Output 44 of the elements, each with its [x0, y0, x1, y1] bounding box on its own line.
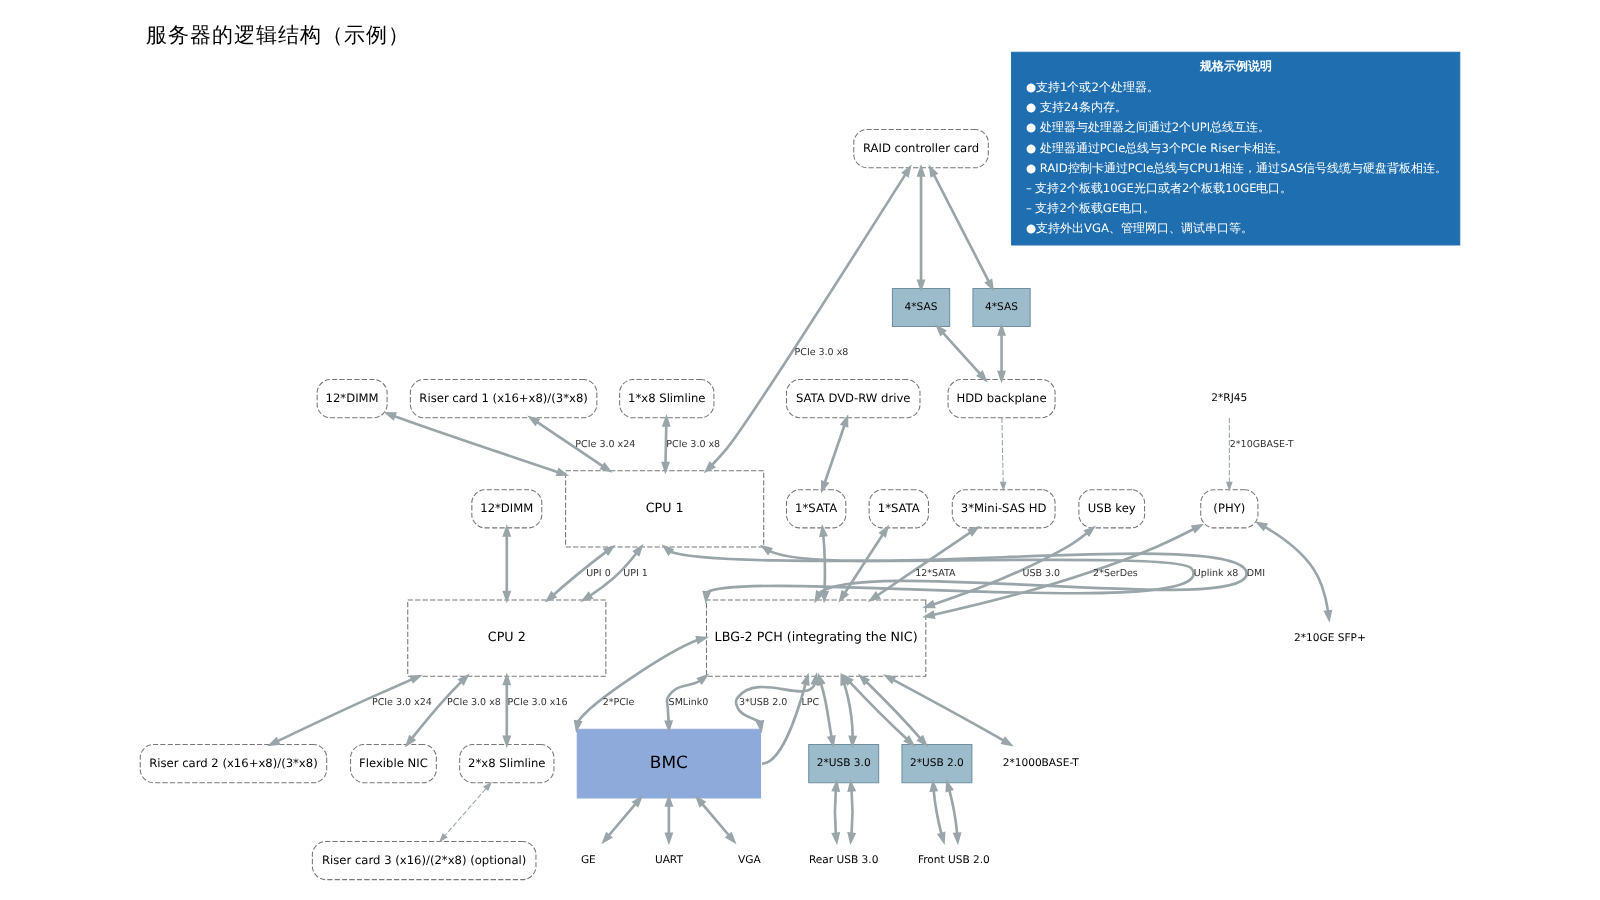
arrow: [761, 672, 810, 765]
arrow: [544, 544, 616, 603]
arrow: [841, 673, 916, 747]
arrow: [694, 795, 737, 845]
arrow: [404, 673, 470, 748]
arrow: [502, 672, 512, 749]
arrow: [945, 779, 962, 846]
arrow: [502, 524, 512, 604]
arrow: [573, 635, 709, 734]
arrow: [929, 778, 946, 846]
arrow: [999, 417, 1007, 492]
arrow: [831, 778, 841, 846]
arrow: [820, 414, 849, 494]
arrow: [661, 544, 1195, 604]
arrow: [882, 674, 1014, 747]
arrow: [439, 781, 492, 843]
arrow: [817, 672, 836, 749]
arrow: [916, 163, 926, 293]
arrow: [703, 164, 912, 474]
arrow: [1254, 521, 1333, 623]
arrow: [847, 778, 857, 846]
arrow: [1226, 417, 1233, 492]
arrow: [840, 672, 858, 749]
arrow: [838, 524, 890, 603]
arrow: [819, 524, 830, 604]
arrow: [383, 412, 570, 477]
arrow: [867, 525, 981, 602]
diagram-title: 服务器的逻辑结构（示例）: [145, 23, 410, 48]
arrow: [922, 525, 1096, 609]
arrow: [759, 544, 1248, 604]
arrow: [267, 674, 423, 747]
arrow: [661, 414, 671, 475]
arrow: [734, 672, 820, 734]
arrow: [928, 164, 995, 292]
arrow: [935, 324, 988, 383]
arrow: [997, 323, 1006, 384]
arrow: [601, 795, 644, 845]
arrow: [664, 794, 674, 846]
arrow: [580, 543, 644, 602]
arrow: [527, 415, 613, 473]
arrow: [664, 673, 710, 734]
arrow: [922, 523, 1205, 619]
arrow: [857, 673, 929, 748]
node-box: BMC: [576, 728, 762, 799]
